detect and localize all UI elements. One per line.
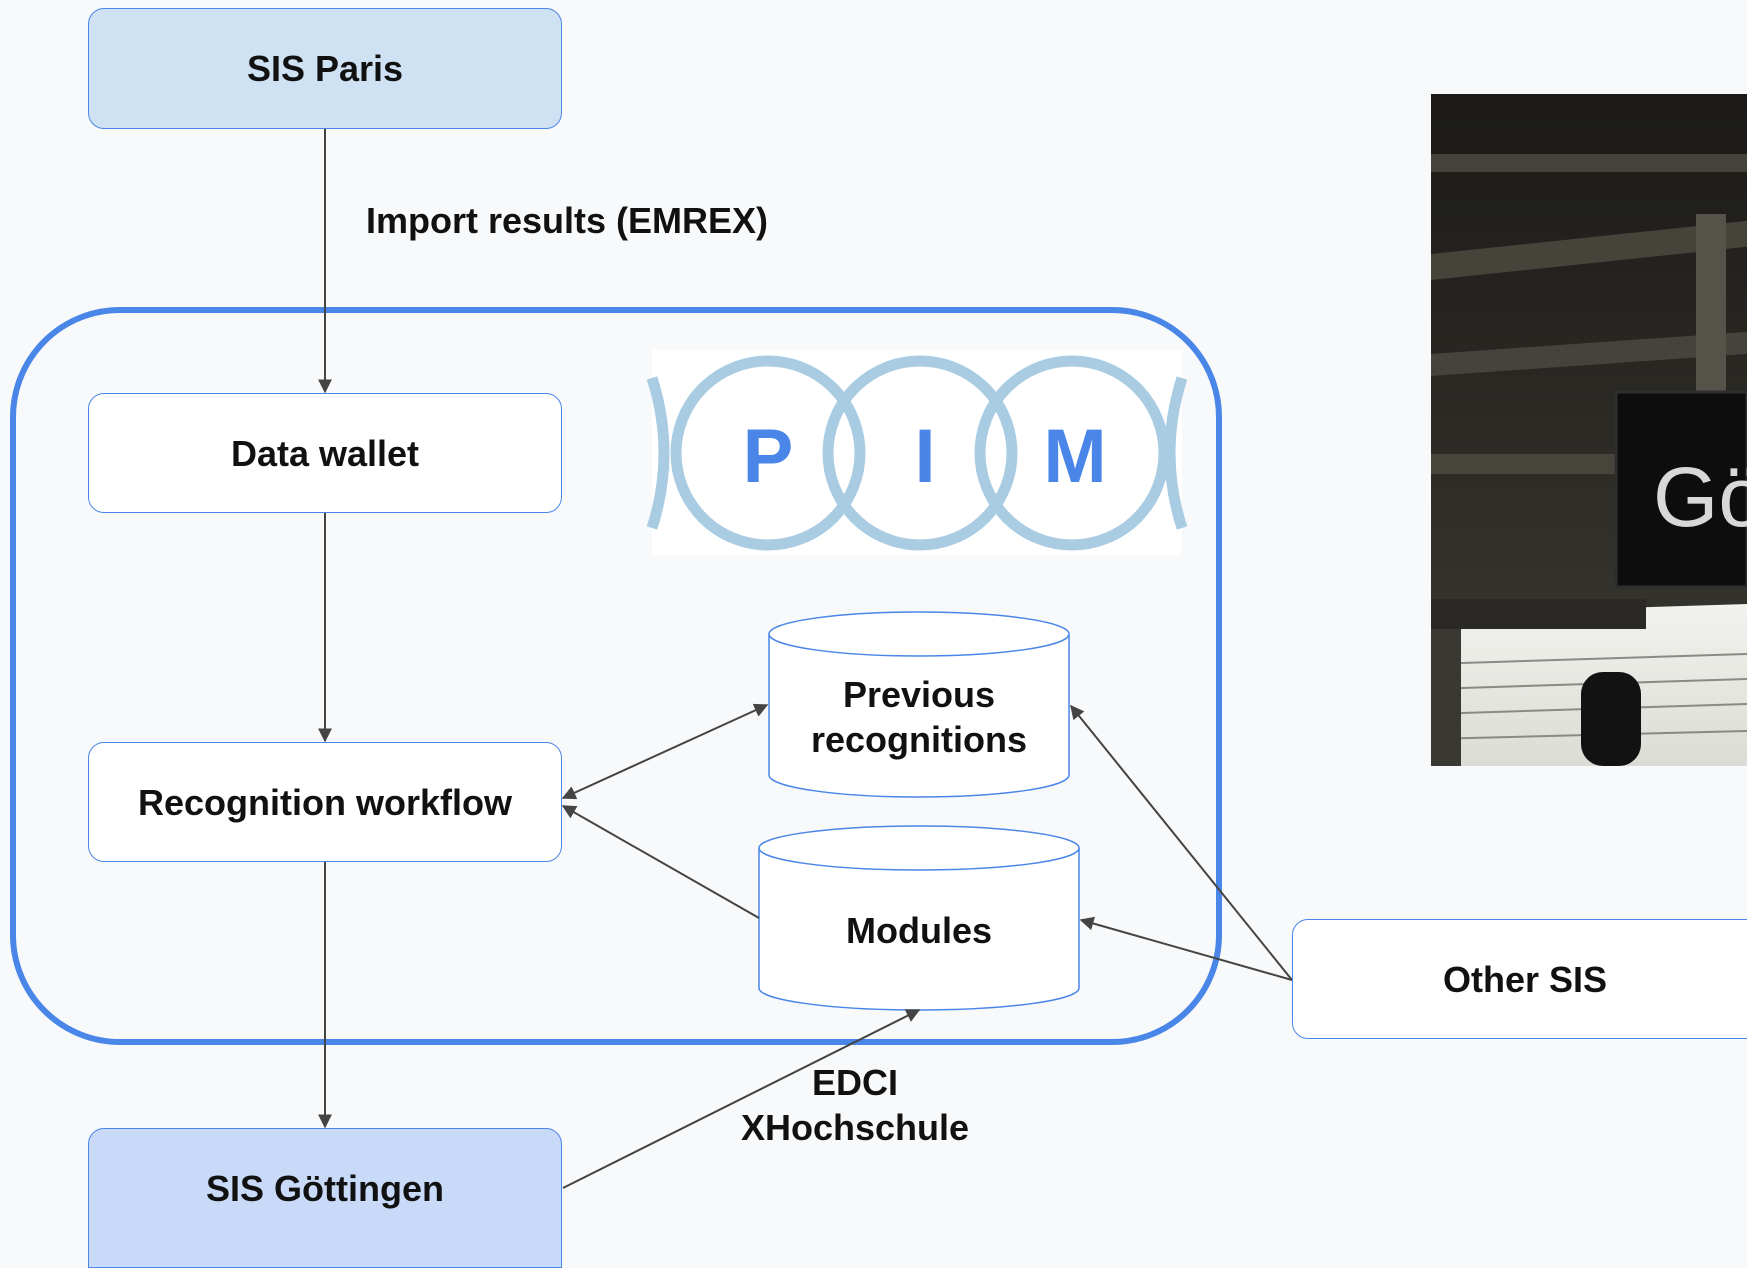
- sis-paris-label: SIS Paris: [246, 48, 404, 89]
- arrow-goettingen-to-modules: [562, 1009, 921, 1189]
- pim-letter-m: M: [1043, 414, 1106, 499]
- previous-recognitions-label-line2: recognitions: [811, 719, 1027, 760]
- recognition-workflow-label: Recognition workflow: [138, 781, 512, 823]
- previous-recognitions-database[interactable]: Previous recognitions: [768, 611, 1070, 798]
- arrow-other-sis-to-previous-recognitions: [1070, 704, 1293, 981]
- sis-paris-node[interactable]: SIS Paris: [88, 8, 562, 129]
- pim-logo: P I M: [646, 350, 1188, 555]
- edci-label-line2: XHochschule: [740, 1107, 970, 1148]
- edci-label: EDCI XHochschule: [735, 1060, 975, 1150]
- station-photo-image: Gö: [1431, 94, 1747, 766]
- sis-goettingen-label: SIS Göttingen: [206, 1167, 444, 1209]
- other-sis-label: Other SIS: [1443, 958, 1608, 1000]
- station-sign-text: Gö: [1653, 450, 1747, 544]
- recognition-workflow-node[interactable]: Recognition workflow: [88, 742, 562, 862]
- other-sis-node[interactable]: Other SIS: [1292, 919, 1747, 1039]
- arrow-other-sis-to-modules: [1079, 916, 1293, 981]
- data-wallet-node[interactable]: Data wallet: [88, 393, 562, 513]
- arrow-modules-to-workflow: [561, 805, 760, 919]
- sis-goettingen-node[interactable]: SIS Göttingen: [88, 1128, 562, 1268]
- data-wallet-label: Data wallet: [230, 432, 420, 474]
- pim-container: [10, 307, 1222, 1045]
- pim-letter-p: P: [743, 414, 794, 499]
- arrow-workflow-previous-recognitions: [561, 703, 769, 800]
- goettingen-station-photo: Gö: [1431, 94, 1747, 766]
- modules-label: Modules: [846, 910, 992, 951]
- edci-label-line1: EDCI: [811, 1062, 898, 1103]
- modules-database[interactable]: Modules: [758, 825, 1080, 1011]
- import-results-label: Import results (EMREX): [366, 200, 769, 241]
- pim-letter-i: I: [914, 414, 935, 499]
- previous-recognitions-label-line1: Previous: [843, 674, 995, 715]
